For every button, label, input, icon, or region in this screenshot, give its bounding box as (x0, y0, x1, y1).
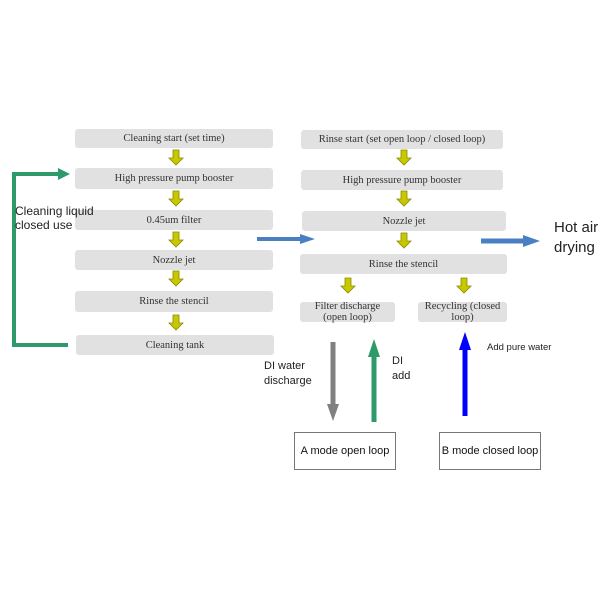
cleaning-step-tank: Cleaning tank (76, 335, 274, 355)
flow-arrow-to-drying (481, 235, 540, 247)
cleaning-step-rinse: Rinse the stencil (75, 291, 273, 312)
loop-arrow (12, 168, 70, 347)
branch-filter-line1: Filter discharge (314, 301, 381, 312)
hot-air-line1: Hot air (554, 219, 599, 236)
loop-label: Cleaning liquid closed use (15, 204, 94, 232)
add-pure-water-label: Add pure water (487, 342, 552, 353)
flow-arrow-to-rinse (257, 234, 315, 244)
down-arrow-group-rinse (340, 149, 472, 294)
down-arrow-icon (456, 277, 472, 294)
loop-label-line1: Cleaning liquid (15, 204, 94, 218)
down-arrow-icon (340, 277, 356, 294)
down-arrow-icon (168, 149, 184, 166)
cleaning-step-nozzle: Nozzle jet (75, 250, 273, 270)
discharge-arrow (327, 342, 339, 421)
branch-recycling: Recycling (closed loop) (418, 301, 507, 323)
cleaning-step-start: Cleaning start (set time) (75, 129, 273, 148)
rinse-step-start: Rinse start (set open loop / closed loop… (301, 130, 503, 149)
down-arrow-icon (396, 190, 412, 207)
rinse-step-pump: High pressure pump booster (301, 170, 503, 190)
down-arrow-group-cleaning (168, 149, 184, 331)
branch-filter-line2: (open loop) (323, 312, 372, 323)
hot-air-drying-label: Hot air drying (554, 218, 598, 258)
rinse-step-nozzle: Nozzle jet (302, 211, 506, 231)
hot-air-line2: drying (554, 239, 595, 256)
down-arrow-icon (168, 270, 184, 287)
di-add-label: DI add (392, 354, 410, 384)
di-add-arrow (368, 339, 380, 422)
branch-recycling-line1: Recycling (closed (424, 301, 501, 312)
loop-label-line2: closed use (15, 218, 73, 232)
mode-a-box: A mode open loop (294, 432, 396, 470)
discharge-line1: DI water (264, 360, 305, 372)
branch-recycling-line2: loop) (451, 312, 474, 323)
di-water-discharge-label: DI water discharge (264, 359, 312, 389)
branch-filter-discharge: Filter discharge (open loop) (300, 301, 395, 323)
cleaning-step-filter: 0.45um filter (75, 210, 273, 230)
down-arrow-icon (396, 232, 412, 249)
cleaning-step-pump: High pressure pump booster (75, 168, 273, 189)
di-add-line1: DI (392, 355, 403, 367)
down-arrow-icon (168, 231, 184, 248)
mode-b-box: B mode closed loop (439, 432, 541, 470)
down-arrow-icon (168, 314, 184, 331)
discharge-line2: discharge (264, 375, 312, 387)
down-arrow-icon (396, 149, 412, 166)
pure-water-arrow (459, 332, 471, 416)
di-add-line2: add (392, 370, 411, 382)
down-arrow-icon (168, 190, 184, 207)
rinse-step-stencil: Rinse the stencil (300, 254, 507, 274)
